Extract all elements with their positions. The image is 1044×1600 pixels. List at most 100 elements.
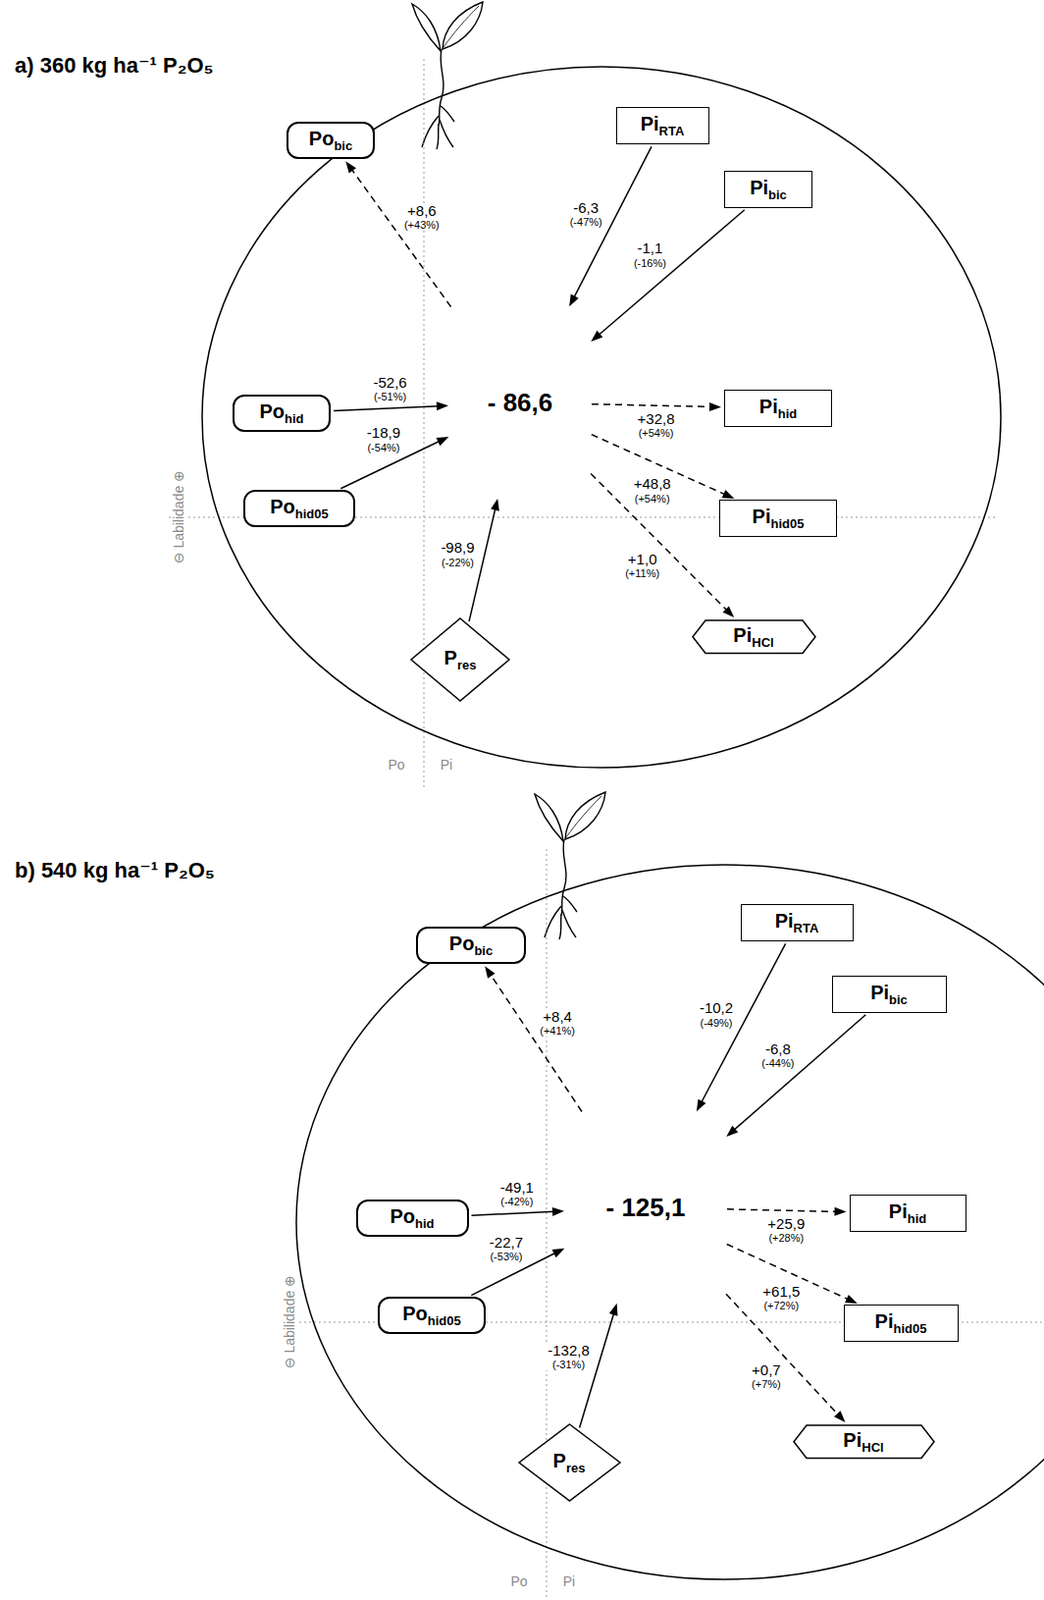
- pool-subscript: res: [457, 657, 477, 673]
- flow-value: -98,9: [440, 539, 474, 557]
- text-group: PiHCl: [842, 1429, 884, 1454]
- pool-subscript: bic: [473, 942, 493, 958]
- flow-arrow: [591, 434, 735, 499]
- plant-illustration: [534, 791, 606, 940]
- text-group: Pihid05: [752, 506, 805, 530]
- axis-label: Pi: [440, 757, 453, 773]
- arrowhead: [609, 1303, 619, 1316]
- axis-label: Po: [387, 757, 405, 773]
- residual-pool-diamond: Pres: [410, 617, 511, 702]
- flow-percent: (-42%): [500, 1195, 534, 1207]
- flow-percent: (-51%): [372, 390, 407, 403]
- pool-name: Po: [402, 1302, 428, 1324]
- flow-line: [340, 440, 440, 488]
- root: [439, 119, 454, 148]
- root: [562, 909, 576, 938]
- hexagon-outline: [793, 1424, 935, 1459]
- lability-axis-label: ⊖ Labilidade ⊕: [171, 467, 187, 567]
- pool-subscript: hid: [778, 406, 798, 421]
- flow-value: -18,9: [366, 424, 401, 442]
- pool-subscript: hid05: [295, 506, 329, 522]
- arrowhead: [484, 965, 495, 978]
- flow-arrow: [340, 436, 449, 489]
- flow-line: [598, 209, 745, 336]
- inorganic-pool-box: Pihid: [724, 389, 833, 427]
- pool-name: Pi: [640, 112, 660, 135]
- flow-label: +8,6(+43%): [402, 203, 442, 232]
- stem: [561, 838, 567, 916]
- root: [559, 913, 562, 940]
- arrowhead: [345, 160, 357, 173]
- flow-percent: (-47%): [570, 215, 603, 228]
- flow-value: -49,1: [500, 1179, 534, 1197]
- pool-name: Po: [259, 400, 285, 422]
- flow-value: -1,1: [633, 240, 667, 258]
- organic-pool-box: Pohid05: [377, 1296, 486, 1334]
- text-group: Pibic: [870, 982, 908, 1006]
- arrowhead: [844, 1294, 858, 1304]
- flow-value: -22,7: [489, 1234, 523, 1252]
- leaf: [442, 1, 483, 50]
- pool-name: Pi: [775, 909, 794, 932]
- flow-arrow: [590, 472, 734, 618]
- flow-percent: (-54%): [366, 441, 401, 454]
- flow-arrow: [333, 401, 449, 411]
- organic-pool-box: Pohid: [356, 1199, 470, 1237]
- flow-line: [470, 1210, 555, 1215]
- panel-title: a) 360 kg ha⁻¹ P₂O₅: [14, 53, 214, 78]
- flow-percent: (+54%): [633, 492, 672, 505]
- arrowhead: [726, 1125, 738, 1137]
- balance-value: - 86,6: [451, 309, 589, 496]
- flow-label: -98,9(-22%): [438, 539, 476, 569]
- root: [563, 895, 577, 912]
- flow-value: +8,6: [404, 203, 440, 220]
- organic-pool-box: Pobic: [416, 926, 526, 964]
- balance-value: - 125,1: [567, 1113, 725, 1301]
- flow-value: +8,4: [539, 1008, 575, 1026]
- diamond-outline: [519, 1423, 621, 1501]
- text-group: Pobic: [309, 128, 353, 153]
- flow-label: +48,8(+54%): [631, 475, 674, 505]
- flow-label: +61,5(+72%): [760, 1283, 802, 1312]
- flow-label: -6,3(-47%): [568, 200, 605, 229]
- leaf: [412, 3, 441, 52]
- arrowhead: [590, 330, 603, 342]
- flow-arrow: [470, 1248, 565, 1296]
- inorganic-pool-box: Pibic: [832, 975, 947, 1013]
- flow-label: +25,9(+28%): [765, 1215, 807, 1245]
- hexagon-outline: [692, 620, 816, 654]
- flow-arrow: [727, 1244, 858, 1304]
- acid-pool-hexagon: PiHCl: [792, 1423, 936, 1460]
- diamond-outline: [411, 618, 510, 701]
- pool-subscript: hid05: [427, 1312, 462, 1328]
- leaf: [534, 793, 564, 841]
- flow-label: -10,2(-49%): [697, 999, 735, 1029]
- flow-line: [726, 1293, 839, 1414]
- panel-circle: a) 360 kg ha⁻¹ P₂O₅PobicPiRTAPibicPohid-…: [201, 65, 1002, 769]
- pool-name: Po: [389, 1204, 416, 1227]
- leaf-rib: [443, 5, 479, 48]
- flow-percent: (+72%): [762, 1299, 800, 1311]
- axis-label: Po: [510, 1573, 527, 1589]
- inorganic-pool-box: PiRTA: [740, 903, 854, 941]
- flow-percent: (-44%): [761, 1056, 794, 1069]
- flow-percent: (-22%): [440, 556, 474, 569]
- pool-subscript: hid: [284, 411, 305, 426]
- flow-percent: (+11%): [625, 567, 660, 579]
- flow-label: -49,1(-42%): [498, 1179, 536, 1208]
- flow-value: -6,8: [761, 1041, 794, 1058]
- pool-subscript: RTA: [659, 123, 685, 139]
- pool-name: Pi: [870, 981, 889, 1003]
- flow-line: [490, 974, 582, 1112]
- inorganic-pool-box: Pibic: [724, 170, 813, 209]
- arrowhead: [834, 1409, 845, 1422]
- leaf-rib: [566, 795, 602, 837]
- arrowhead: [490, 498, 500, 512]
- inorganic-pool-box: Pihid05: [843, 1304, 959, 1342]
- flow-line: [591, 434, 727, 495]
- flow-percent: (-16%): [633, 257, 667, 269]
- flow-percent: (-53%): [489, 1250, 523, 1262]
- text-group: Pohid05: [269, 496, 329, 521]
- flow-value: +1,0: [625, 551, 660, 569]
- text-group: PiRTA: [640, 113, 685, 138]
